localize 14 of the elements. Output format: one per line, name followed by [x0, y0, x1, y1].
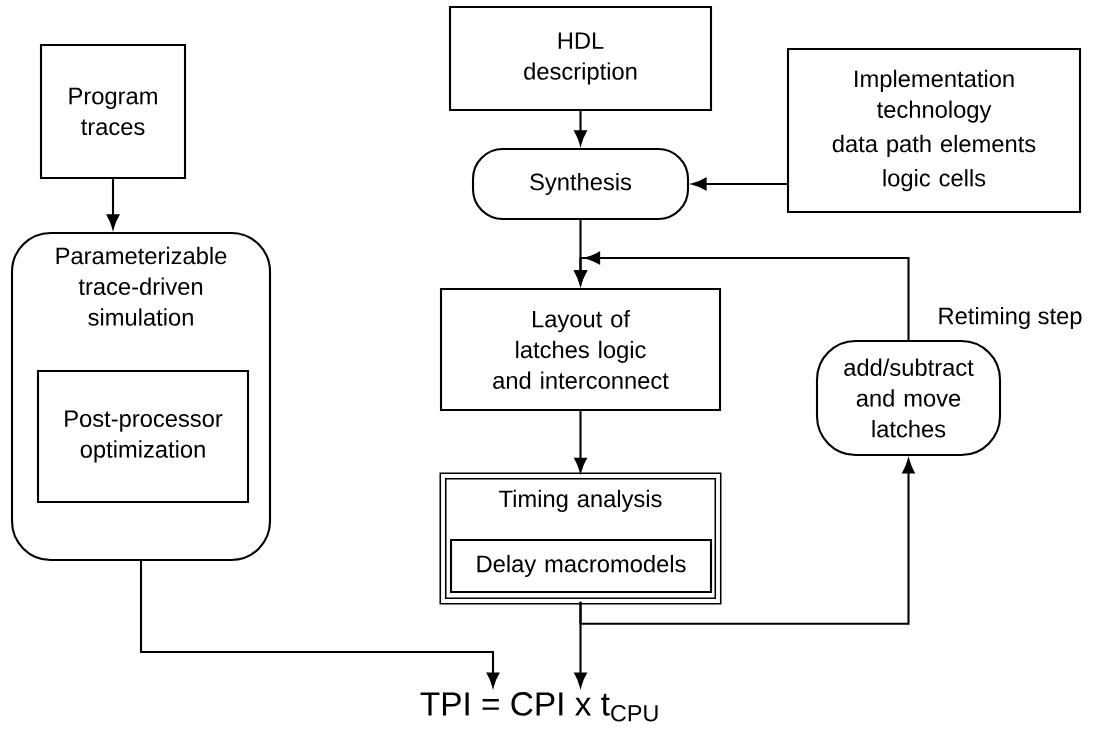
process-box: Program traces [39, 43, 187, 180]
arrow [574, 411, 587, 473]
arrow [692, 177, 787, 191]
process-box: Layout of latches logic and interconnect [439, 287, 722, 412]
process-box: HDL description [448, 5, 713, 112]
arrow [106, 179, 120, 229]
process-box: add/subtract and move latches [815, 339, 1002, 457]
arrow [139, 561, 500, 687]
arrow [574, 251, 910, 340]
process-box: Post-processor optimization [36, 369, 250, 504]
step-label: Retiming step [939, 306, 1082, 330]
process-box: Implementation technology data path elements logic cells [786, 47, 1082, 214]
process-box: Synthesis [471, 147, 690, 221]
formula-text: TPI = CPI x t$_{CPU}$ [420, 692, 658, 722]
